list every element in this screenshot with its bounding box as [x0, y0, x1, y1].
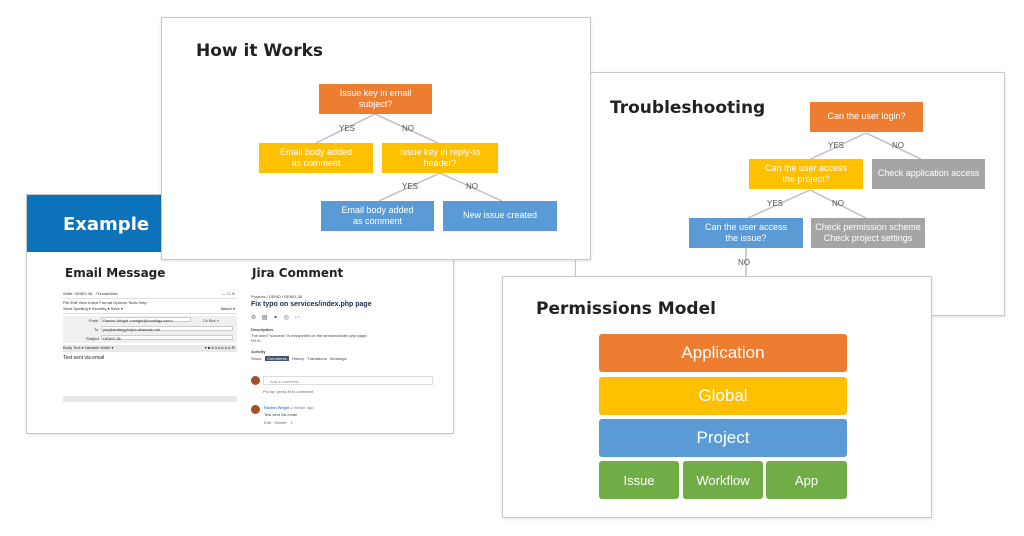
tq-login-no: NO — [892, 141, 904, 150]
activity-label: Activity — [251, 349, 266, 354]
email-window-title: Write: DEMO-36 - Thunderbird — [63, 291, 118, 296]
hq-reply-to-header: Issue key in reply-to header? — [382, 143, 498, 173]
watch-icon[interactable]: ◎ — [283, 315, 291, 321]
subtask-icon[interactable]: ▤ — [261, 315, 270, 321]
tq-issue: Can the user access the issue? — [689, 218, 803, 248]
tq-project-yes: YES — [767, 199, 784, 208]
to-field[interactable]: jira@strategyforjira.atlassian.net — [101, 326, 233, 332]
attach-button[interactable]: Attach ▾ — [220, 306, 235, 311]
hq-header-yes: YES — [402, 182, 419, 191]
comment-actions[interactable]: Edit · Delete · ☺ — [264, 420, 294, 425]
subject-field[interactable]: DEMO-36 — [101, 335, 233, 341]
email-window: Write: DEMO-36 - Thunderbird — ☐ ✕ File … — [63, 291, 237, 405]
email-toolbar: Send Spelling ▾ Security ▾ Save ▾ Attach… — [63, 306, 237, 314]
hq-email-subject: Issue key in email subject? — [319, 84, 432, 114]
permissions-title: Permissions Model — [536, 299, 716, 319]
add-comment-input[interactable]: Add a comment... — [263, 376, 433, 385]
issue-action-icons[interactable]: ⊘ ▤ ⚭ ◎ ⋯ — [251, 314, 303, 321]
tq-project: Can the user access the project? — [749, 159, 863, 189]
perm-app: App — [766, 461, 847, 499]
issue-title: Fix typo on services/index.php page — [251, 301, 372, 308]
hb-new-issue: New issue created — [443, 201, 557, 231]
tq-issue-no: NO — [738, 258, 750, 267]
email-toolbar-buttons[interactable]: Send Spelling ▾ Security ▾ Save ▾ — [63, 306, 123, 311]
tn-check-permission: Check permission scheme Check project se… — [811, 218, 925, 248]
perm-global: Global — [599, 377, 847, 415]
jira-issue-panel: Projects / DEMO / DEMO-36 Fix typo on se… — [251, 291, 441, 431]
hq-header-no: NO — [466, 182, 478, 191]
link-icon[interactable]: ⚭ — [273, 315, 281, 321]
hq-subject-yes: YES — [339, 124, 356, 133]
paragraph-format-select[interactable]: Body Text ▾ Variable Width ▾ — [63, 345, 114, 350]
jira-comment-heading: Jira Comment — [252, 266, 344, 280]
hb-comment-added: Email body added as comment — [321, 201, 434, 231]
from-field[interactable]: Rachel Wright <rwright@rcwhitgy.com> — [101, 317, 191, 323]
description-text-2: Fix it! — [251, 338, 261, 343]
perm-application: Application — [599, 334, 847, 372]
cc-bcc-links[interactable]: Cc Bcc » — [203, 318, 220, 323]
comment-header: Rachel Wright 1 minute ago — [264, 405, 313, 410]
tq-login: Can the user login? — [810, 102, 923, 132]
avatar — [251, 376, 260, 385]
perm-issue: Issue — [599, 461, 679, 499]
email-body[interactable]: Test sent via email — [63, 355, 105, 361]
troubleshooting-connectors — [745, 132, 922, 278]
email-message-heading: Email Message — [65, 266, 166, 280]
comment-time: 1 minute ago — [290, 405, 314, 410]
description-label: Description — [251, 327, 274, 332]
email-menubar[interactable]: File Edit View Insert Format Options Too… — [63, 300, 147, 305]
ha-comment-added: Email body added as comment — [259, 143, 373, 173]
tab-worklogs[interactable]: Worklogs — [329, 356, 347, 361]
troubleshooting-title: Troubleshooting — [610, 98, 766, 118]
email-titlebar: Write: DEMO-36 - Thunderbird — ☐ ✕ — [63, 291, 237, 299]
how-it-works-slide: How it Works Issue key in email subject?… — [161, 17, 591, 260]
more-icon[interactable]: ⋯ — [294, 315, 303, 321]
perm-project: Project — [599, 419, 847, 457]
comment-author[interactable]: Rachel Wright — [264, 405, 290, 410]
tab-comments[interactable]: Comments — [265, 356, 289, 361]
hq-subject-no: NO — [402, 124, 414, 133]
perm-workflow: Workflow — [683, 461, 763, 499]
description-text: The word "success" is misspelled on the … — [251, 333, 368, 338]
tq-login-yes: YES — [828, 141, 845, 150]
window-controls[interactable]: — ☐ ✕ — [221, 291, 235, 296]
email-header-fields: From Rachel Wright <rwright@rcwhitgy.com… — [63, 316, 237, 343]
attach-icon[interactable]: ⊘ — [251, 315, 259, 321]
comment-body: Test sent via email — [264, 412, 297, 417]
example-banner: Example — [27, 195, 163, 252]
breadcrumb[interactable]: Projects / DEMO / DEMO-36 — [251, 294, 302, 299]
tq-project-no: NO — [832, 199, 844, 208]
permissions-model-slide: Permissions Model Application Global Pro… — [502, 276, 932, 518]
subject-label: Subject — [86, 336, 100, 341]
activity-tabs: Show: Comments History Transitions Workl… — [251, 356, 346, 361]
pro-tip: Pro tip: press M to comment — [263, 389, 314, 394]
to-label: To — [94, 327, 99, 332]
format-buttons[interactable]: ▾ ■ A A A A A A ☰ — [204, 345, 235, 350]
from-label: From — [89, 318, 99, 323]
how-it-works-connectors — [315, 113, 503, 202]
show-label: Show: — [251, 356, 263, 361]
tn-check-application: Check application access — [872, 159, 985, 189]
tab-transitions[interactable]: Transitions — [307, 356, 327, 361]
troubleshooting-slide: Troubleshooting Can the user login? YES … — [575, 72, 1005, 316]
format-toolbar: Body Text ▾ Variable Width ▾ ▾ ■ A A A A… — [63, 345, 237, 352]
commenter-avatar — [251, 405, 260, 414]
tab-history[interactable]: History — [291, 356, 305, 361]
email-statusbar — [63, 396, 237, 402]
how-it-works-title: How it Works — [196, 41, 324, 61]
